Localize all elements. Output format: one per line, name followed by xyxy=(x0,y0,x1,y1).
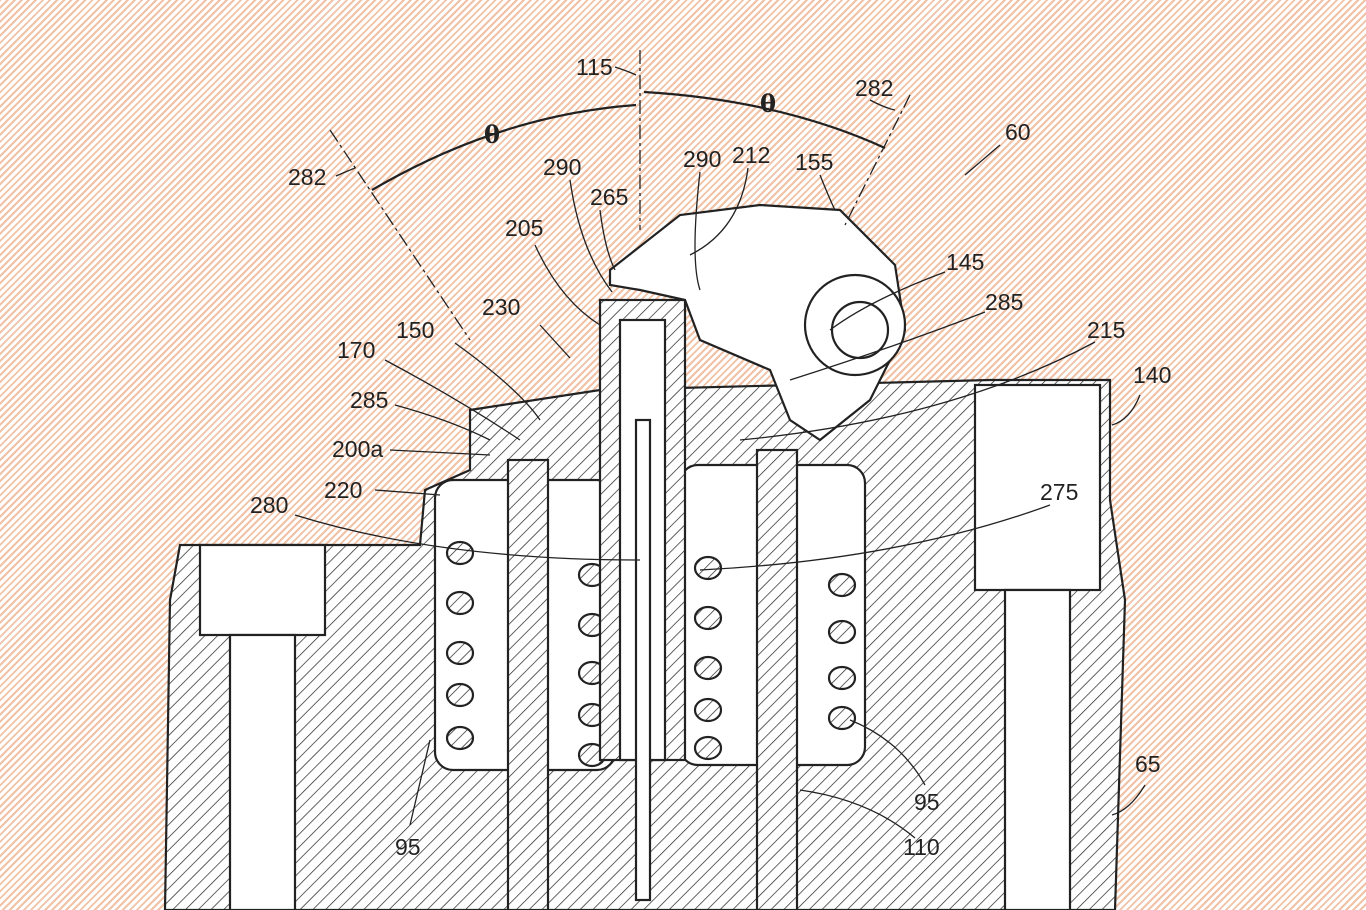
label-145: 145 xyxy=(946,249,984,275)
label-150: 150 xyxy=(396,317,434,343)
label-200a: 200a xyxy=(332,436,383,462)
label-275: 275 xyxy=(1040,479,1078,505)
label-140: 140 xyxy=(1133,362,1171,388)
angle-arc-left xyxy=(371,103,637,191)
label-115: 115 xyxy=(576,54,613,80)
label-280: 280 xyxy=(250,492,288,518)
angle-arc-right xyxy=(643,90,886,150)
valve-springs xyxy=(445,540,857,768)
rocker-shaft-inner xyxy=(830,300,890,360)
bolt-boss-right xyxy=(973,383,1102,592)
label-155: 155 xyxy=(795,149,833,175)
label-205: 205 xyxy=(505,215,543,241)
label-65: 65 xyxy=(1135,751,1161,777)
label-220: 220 xyxy=(324,477,362,503)
label-290-right: 290 xyxy=(683,146,721,172)
bolt-right xyxy=(1003,588,1072,910)
theta-left: θ xyxy=(484,120,500,149)
label-285-right: 285 xyxy=(985,289,1023,315)
label-212: 212 xyxy=(732,142,770,168)
label-95-left: 95 xyxy=(395,834,421,860)
label-170: 170 xyxy=(337,337,375,363)
label-110: 110 xyxy=(903,834,940,860)
leader-lines xyxy=(294,66,1146,839)
theta-right: θ xyxy=(760,89,776,118)
injector-needle xyxy=(634,418,652,902)
bolt-left xyxy=(228,633,297,910)
valve-stem-left xyxy=(506,458,550,910)
rocker-arm xyxy=(608,203,907,442)
label-282-left: 282 xyxy=(288,164,326,190)
label-60: 60 xyxy=(1005,119,1031,145)
valve-stem-right xyxy=(755,448,799,910)
label-265: 265 xyxy=(590,184,628,210)
label-230: 230 xyxy=(482,294,520,320)
axis-282-right xyxy=(844,94,911,226)
label-290-left: 290 xyxy=(543,154,581,180)
axis-282-left xyxy=(329,129,471,341)
label-215: 215 xyxy=(1087,317,1125,343)
label-95-right: 95 xyxy=(914,789,940,815)
bolt-boss-left xyxy=(198,543,327,637)
label-282-right: 282 xyxy=(855,75,893,101)
label-285-left: 285 xyxy=(350,387,388,413)
